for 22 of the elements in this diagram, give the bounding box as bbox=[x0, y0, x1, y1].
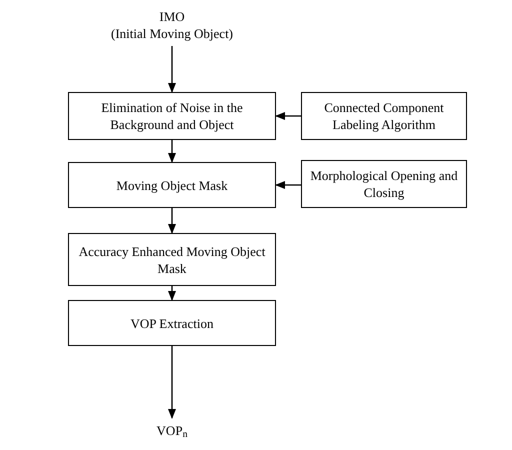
node-text: Moving Object Mask bbox=[116, 176, 228, 194]
arrow bbox=[275, 112, 301, 120]
node-text: VOP Extraction bbox=[130, 314, 214, 332]
arrow bbox=[275, 181, 301, 189]
node-text: (Initial Moving Object) bbox=[110, 25, 234, 42]
node-text: Accuracy Enhanced Moving Object Mask bbox=[78, 242, 266, 276]
node-text: Elimination of Noise in the Background and Object bbox=[100, 99, 244, 133]
process-box bbox=[68, 300, 276, 346]
node-text: VOP$_{n}$ bbox=[156, 422, 188, 438]
arrow bbox=[168, 286, 176, 301]
arrow bbox=[168, 46, 176, 93]
process-box bbox=[68, 233, 276, 286]
arrow bbox=[168, 346, 176, 419]
arrow bbox=[168, 208, 176, 234]
process-box bbox=[68, 162, 276, 208]
node-text: IMO bbox=[159, 8, 185, 25]
node-text: Morphological Opening and Closing bbox=[309, 167, 459, 201]
node-text: Connected Component Labeling Algorithm bbox=[323, 99, 445, 133]
arrow bbox=[168, 140, 176, 163]
process-box bbox=[301, 92, 467, 140]
process-box bbox=[301, 160, 467, 208]
process-box bbox=[68, 92, 276, 140]
